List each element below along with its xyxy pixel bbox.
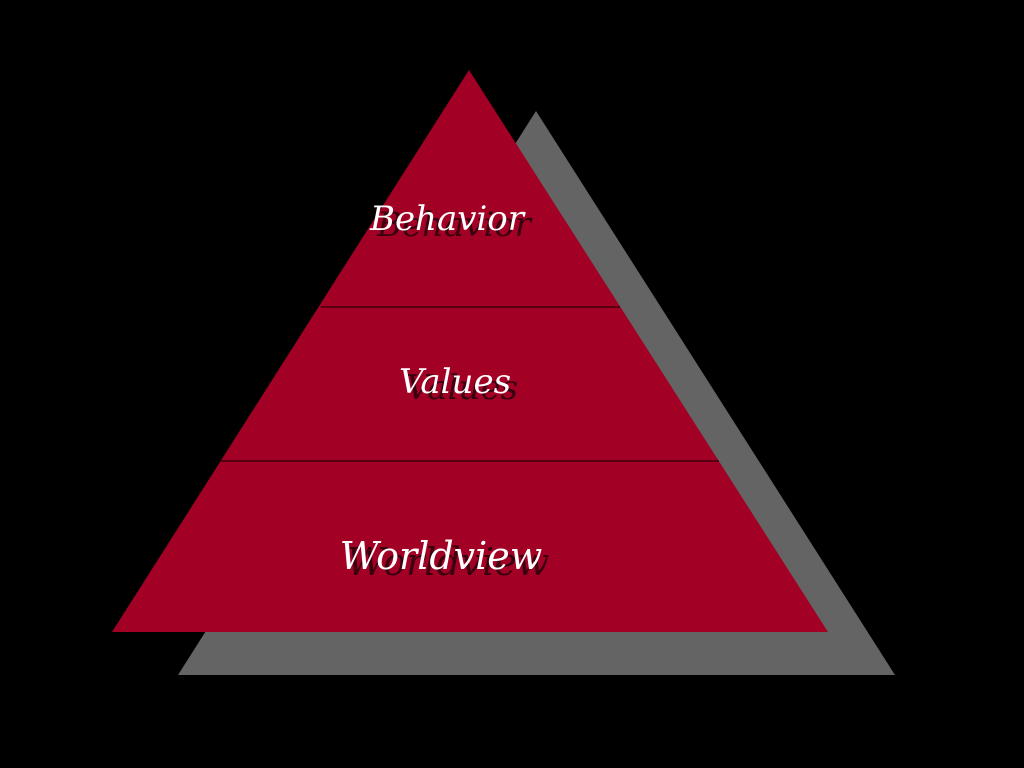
pyramid-body <box>112 70 828 632</box>
layer-label-worldview: Worldview <box>339 534 543 578</box>
layer-label-behavior: Behavior <box>369 199 525 239</box>
layer-label-values: Values <box>398 362 512 402</box>
